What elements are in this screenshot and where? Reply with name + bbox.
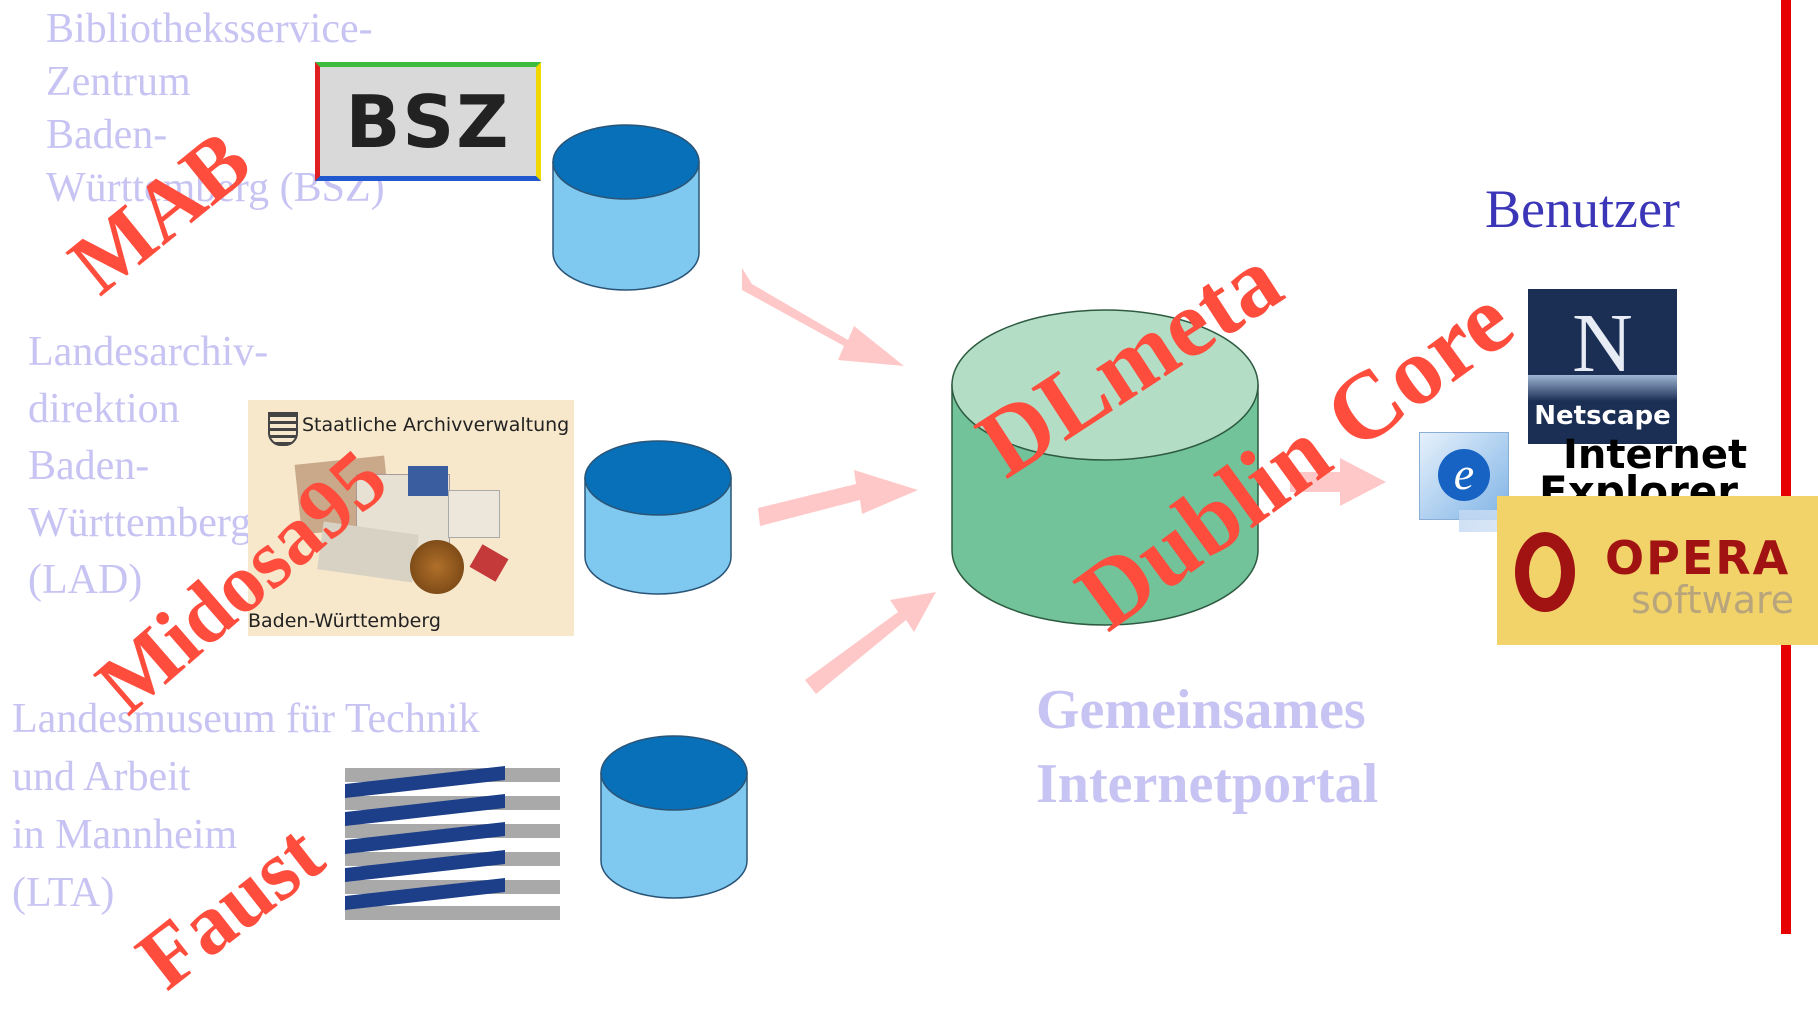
institution-lad-line: (LAD) (28, 557, 143, 603)
institution-lad-line: Landesarchiv- (28, 329, 269, 375)
lta-logo (345, 766, 560, 920)
netscape-n-icon: N (1572, 297, 1633, 390)
ie-logo-line1: Internet (1563, 432, 1748, 478)
ie-e-icon: e (1419, 432, 1509, 520)
portal-label: Gemeinsames Internetportal (1036, 673, 1378, 821)
institution-lta-line: und Arbeit (12, 754, 191, 800)
netscape-logo-text: Netscape (1534, 401, 1671, 431)
database-icon (552, 124, 700, 291)
archiv-coat-of-arms (268, 412, 298, 446)
archiv-logo-title: Staatliche Archivverwaltung (302, 414, 570, 436)
bsz-logo-text: BSZ (345, 79, 511, 164)
opera-o-icon (1515, 532, 1575, 612)
portal-label-line2: Internetportal (1036, 753, 1379, 815)
institution-bsz-line: Bibliotheksservice- (46, 6, 373, 52)
portal-label-line1: Gemeinsames (1036, 679, 1366, 741)
database-icon (600, 735, 748, 899)
institution-lta-label: Landesmuseum für Technik und Arbeit in M… (12, 690, 480, 922)
institution-bsz-line: Baden- (46, 112, 168, 158)
bsz-logo: BSZ (315, 62, 541, 181)
institution-lad-line: Württemberg (28, 500, 252, 546)
archiv-collage (294, 455, 518, 600)
opera-logo-subtext: software (1631, 578, 1795, 622)
institution-lad-line: direktion (28, 386, 180, 432)
opera-logo: OPERA software (1497, 496, 1818, 645)
institution-lad-line: Baden- (28, 443, 150, 489)
institution-bsz-label: Bibliotheksservice- Zentrum Baden- Württ… (46, 3, 385, 215)
right-red-bar (1781, 0, 1791, 934)
archiv-logo-caption: Baden-Württemberg (248, 610, 441, 632)
institution-lta-line: in Mannheim (12, 812, 238, 858)
netscape-logo: N Netscape (1528, 289, 1677, 444)
database-icon (584, 440, 732, 595)
institution-lad-label: Landesarchiv- direktion Baden- Württembe… (28, 324, 268, 609)
institution-lta-line: (LTA) (12, 870, 115, 916)
diagram-graphics (552, 0, 1791, 934)
portal-database-icon (951, 309, 1259, 626)
opera-logo-text: OPERA (1605, 531, 1791, 585)
institution-lta-line: Landesmuseum für Technik (12, 696, 480, 742)
benutzer-label: Benutzer (1485, 179, 1680, 239)
institution-bsz-line: Zentrum (46, 59, 191, 105)
arrow-icon (742, 268, 1386, 694)
archiv-logo: Staatliche Archivverwaltung Baden-Württe… (248, 400, 574, 636)
